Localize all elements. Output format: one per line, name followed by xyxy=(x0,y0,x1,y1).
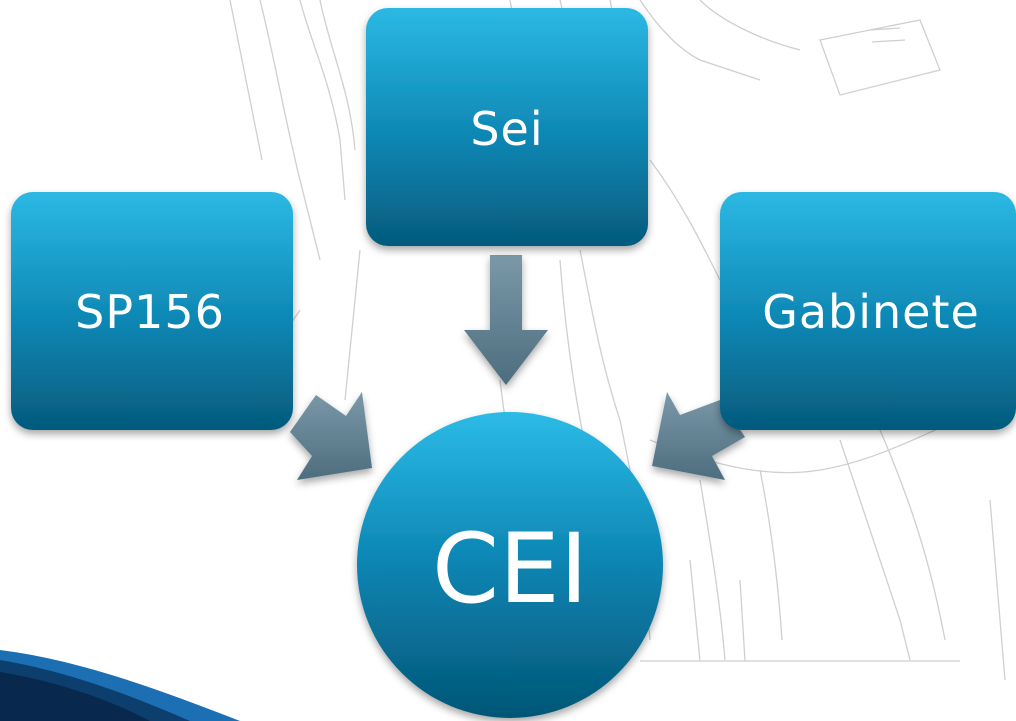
node-sei: Sei xyxy=(366,8,648,246)
arrow-left-to-center xyxy=(290,392,372,480)
node-cei-label: CEI xyxy=(432,513,588,625)
corner-accent xyxy=(0,650,240,721)
node-sp156: SP156 xyxy=(11,192,293,430)
node-gabinete: Gabinete xyxy=(720,192,1016,430)
arrow-top-to-center xyxy=(464,255,548,385)
node-gabinete-label: Gabinete xyxy=(762,285,980,339)
node-sp156-label: SP156 xyxy=(75,285,225,339)
node-cei: CEI xyxy=(357,412,663,718)
node-sei-label: Sei xyxy=(470,102,543,156)
